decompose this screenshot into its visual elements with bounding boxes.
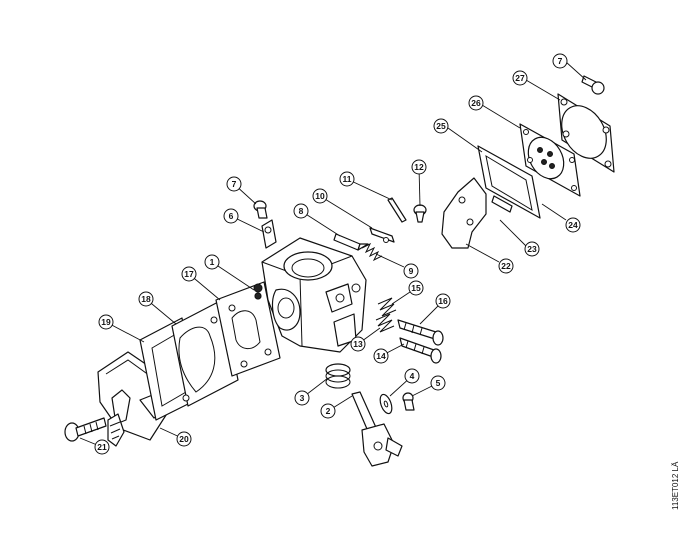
callout-10: 10 [312,188,328,204]
callout-9: 9 [403,263,419,279]
callout-19: 19 [98,314,114,330]
callout-4: 4 [404,368,420,384]
callout-7-right: 7 [552,53,568,69]
part-washer-4 [379,393,393,415]
svg-text:22: 22 [501,261,511,271]
callout-2: 2 [320,403,336,419]
callout-24: 24 [565,217,581,233]
part-screw-12 [413,204,427,223]
part-spring-15 [377,297,397,317]
svg-text:10: 10 [315,191,325,201]
callout-21: 21 [94,439,110,455]
part-spring-9 [361,242,383,262]
svg-text:7: 7 [558,56,563,66]
part-shaft-2 [351,391,403,467]
part-bracket-6 [261,219,277,249]
svg-text:13: 13 [353,339,363,349]
callout-8: 8 [293,203,309,219]
svg-text:24: 24 [568,220,578,230]
callout-11: 11 [339,171,355,187]
svg-text:11: 11 [343,174,352,184]
part-spring-13 [375,313,395,333]
svg-text:3: 3 [300,393,305,403]
callout-27: 27 [512,70,528,86]
part-diaphragm-26 [519,123,581,197]
svg-text:15: 15 [411,283,421,293]
svg-text:23: 23 [527,244,537,254]
svg-text:8: 8 [299,206,304,216]
svg-text:27: 27 [515,73,525,83]
part-screw-21 [64,417,107,442]
svg-text:17: 17 [184,269,194,279]
callout-20: 20 [176,431,192,447]
callout-1: 1 [204,254,220,270]
callout-16: 16 [435,293,451,309]
callout-12: 12 [411,159,427,175]
callout-5: 5 [430,375,446,391]
reference-code: 113ET012 LÄ [671,461,680,510]
part-lever-10 [369,227,395,243]
part-screw-7-right [581,75,605,95]
callout-6: 6 [223,208,239,224]
part-screw-16 [397,319,444,346]
svg-text:7: 7 [232,179,237,189]
svg-text:14: 14 [376,351,386,361]
part-screw-14 [399,337,442,364]
svg-text:1: 1 [210,257,215,267]
part-carburetor-body [253,237,367,353]
callout-14: 14 [373,348,389,364]
svg-text:6: 6 [229,211,234,221]
svg-text:16: 16 [438,296,448,306]
callout-26: 26 [468,95,484,111]
svg-text:21: 21 [97,442,107,452]
svg-text:19: 19 [101,317,111,327]
svg-text:18: 18 [141,294,151,304]
svg-text:2: 2 [326,406,331,416]
svg-text:26: 26 [471,98,481,108]
part-screw-5 [402,392,415,411]
svg-text:12: 12 [414,162,424,172]
callout-15: 15 [408,280,424,296]
svg-text:20: 20 [179,434,189,444]
callout-7-left: 7 [226,176,242,192]
callout-18: 18 [138,291,154,307]
part-pin-11 [387,197,407,223]
callout-22: 22 [498,258,514,274]
part-gasket-25 [477,145,541,219]
svg-text:4: 4 [410,371,415,381]
callout-23: 23 [524,241,540,257]
part-plate-22 [441,177,487,249]
part-cover-27 [557,93,615,173]
part-needle-8 [333,233,369,251]
part-screw-7-left [253,200,268,219]
svg-text:5: 5 [436,378,441,388]
part-spring-3 [325,363,351,389]
svg-text:9: 9 [409,266,414,276]
callout-3: 3 [294,390,310,406]
svg-text:25: 25 [436,121,446,131]
callout-17: 17 [181,266,197,282]
callout-25: 25 [433,118,449,134]
callout-13: 13 [350,336,366,352]
